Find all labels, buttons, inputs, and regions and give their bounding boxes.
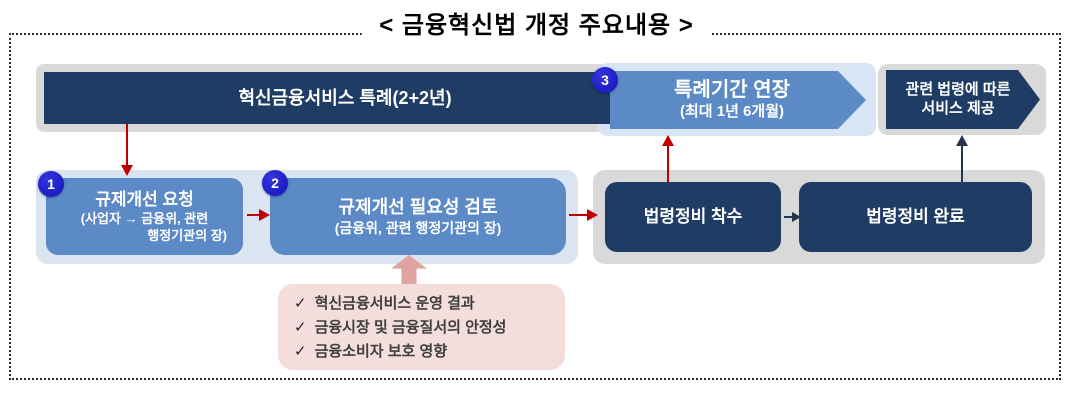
criteria-item: ✓ 금융소비자 보호 영향	[294, 341, 565, 362]
diagram-title: < 금융혁신법 개정 주요내용 >	[361, 5, 712, 40]
connector-right-red-2	[569, 214, 589, 216]
law-start-label: 법령정비 착수	[643, 206, 743, 226]
criteria-item: ✓ 혁신금융서비스 운영 결과	[294, 293, 565, 314]
criteria-item-label: 금융소비자 보호 영향	[314, 342, 448, 360]
law-start-box: 법령정비 착수	[605, 182, 781, 252]
review-sublabel: (금융위, 관련 행정기관의 장)	[334, 220, 502, 237]
request-label: 규제개선 요청	[95, 189, 194, 209]
review-label: 규제개선 필요성 검토	[338, 196, 498, 217]
extension-sublabel: (최대 1년 6개월)	[679, 103, 784, 121]
special-case-label: 혁신금융서비스 특례(2+2년)	[238, 87, 452, 108]
step-badge-2-number: 2	[271, 175, 279, 191]
service-label-line1: 관련 법령에 따른	[905, 80, 1011, 98]
arrow-right-red-icon-2	[587, 209, 598, 221]
request-sublabel-line1: (사업자 → 금융위, 관련	[80, 210, 209, 226]
special-case-arrow-box: 혁신금융서비스 특례(2+2년)	[44, 72, 656, 124]
law-done-label: 법령정비 완료	[866, 206, 965, 226]
review-box: 규제개선 필요성 검토 (금융위, 관련 행정기관의 장)	[270, 178, 566, 255]
connector-down-red	[126, 124, 128, 166]
connector-up-dark	[961, 145, 963, 182]
request-sublabel-line2: 행정기관의 장)	[147, 227, 227, 243]
connector-right-red-1	[247, 214, 261, 216]
request-box: 규제개선 요청 (사업자 → 금융위, 관련 행정기관의 장)	[46, 178, 243, 255]
check-icon: ✓	[294, 318, 307, 336]
step-badge-1: 1	[38, 171, 64, 197]
criteria-note-box: ✓ 혁신금융서비스 운영 결과 ✓ 금융시장 및 금융질서의 안정성 ✓ 금융소…	[278, 284, 565, 370]
service-label-line2: 서비스 제공	[921, 99, 995, 117]
arrow-right-dark-icon	[792, 212, 801, 222]
step-badge-3: 3	[592, 67, 618, 93]
service-arrow-box: 관련 법령에 따른 서비스 제공	[886, 70, 1040, 129]
connector-right-dark	[784, 216, 794, 218]
criteria-item: ✓ 금융시장 및 금융질서의 안정성	[294, 317, 565, 338]
arrow-right-red-icon-1	[259, 209, 270, 221]
step-badge-1-number: 1	[47, 176, 55, 192]
criteria-item-label: 금융시장 및 금융질서의 안정성	[314, 318, 507, 336]
check-icon: ✓	[294, 294, 307, 312]
arrow-up-dark-icon	[956, 135, 968, 146]
arrow-down-red-icon	[121, 165, 133, 176]
connector-up-red	[667, 145, 669, 182]
criteria-item-label: 혁신금융서비스 운영 결과	[314, 294, 475, 312]
extension-label: 특례기간 연장	[674, 79, 790, 102]
law-done-box: 법령정비 완료	[799, 182, 1032, 252]
extension-arrow-box: 특례기간 연장 (최대 1년 6개월)	[610, 71, 866, 129]
step-badge-3-number: 3	[601, 72, 609, 88]
step-badge-2: 2	[262, 170, 288, 196]
check-icon: ✓	[294, 342, 307, 360]
arrow-up-red-icon	[662, 135, 674, 146]
